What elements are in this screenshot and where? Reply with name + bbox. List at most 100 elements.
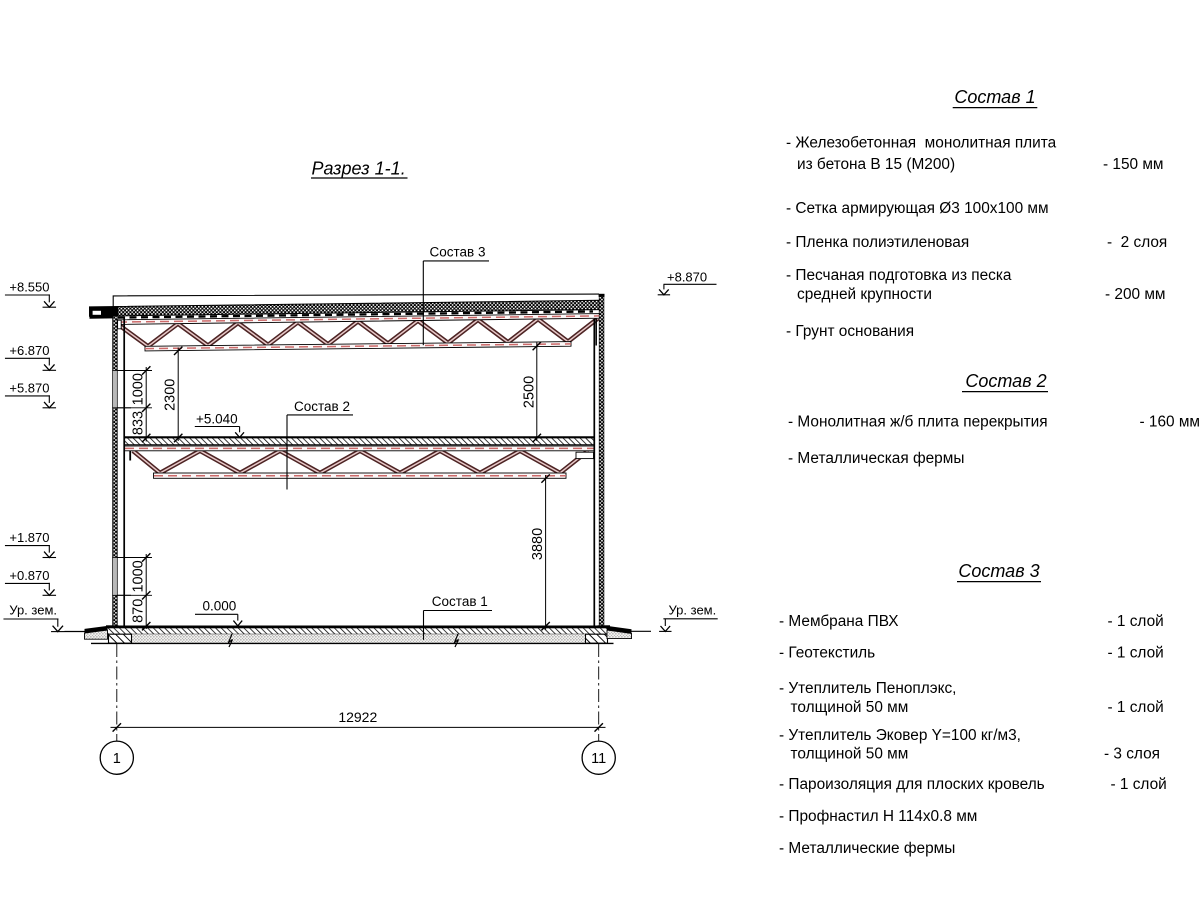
svg-text:+5.040: +5.040	[196, 411, 238, 426]
dim-span: 12922	[338, 709, 377, 725]
right-parapet-cap	[598, 293, 605, 297]
floor-truss	[124, 445, 595, 479]
spec-block-2: Состав 2 - Монолитная ж/б плита перекрыт…	[788, 371, 1200, 467]
floor-truss-diagonals	[131, 448, 590, 476]
roof-slab	[89, 293, 600, 319]
svg-text:- 1 слой: - 1 слой	[1111, 776, 1167, 793]
elevation-mark: +5.870	[4, 380, 57, 409]
elevation-mark: +8.550	[4, 280, 57, 309]
roof-decking-dashed	[117, 310, 594, 319]
svg-text:- Сетка армирующая Ø3 100х100: - Сетка армирующая Ø3 100х100 мм	[786, 200, 1049, 217]
svg-text:- Пароизоляция для плоских кро: - Пароизоляция для плоских кровель	[779, 776, 1045, 793]
svg-text:- 2 слоя: - 2 слоя	[1107, 234, 1167, 251]
dimension-left-column: 1000 833 1000 870	[117, 365, 152, 631]
svg-text:+8.550: +8.550	[9, 280, 49, 295]
roof-flashing-line	[112, 293, 600, 307]
svg-text:+6.870: +6.870	[9, 343, 49, 358]
svg-text:- 160 мм: - 160 мм	[1140, 414, 1200, 431]
svg-text:- Утеплитель Эковер Y=100 кг/м: - Утеплитель Эковер Y=100 кг/м3,	[779, 727, 1021, 744]
sand-bed	[131, 634, 586, 643]
svg-text:- Мембрана ПВХ: - Мембрана ПВХ	[779, 613, 899, 630]
svg-text:Ур. зем.: Ур. зем.	[669, 602, 717, 617]
middle-slab	[123, 436, 595, 446]
ground-level-mark-left: Ур. зем.	[3, 603, 65, 633]
grid-label-1: 1	[113, 751, 121, 767]
svg-text:- Песчаная подготовка из песка: - Песчаная подготовка из песка	[786, 267, 1012, 284]
elevation-marks-right: +8.870 Ур. зем.	[657, 269, 718, 633]
svg-text:- 1 слой: - 1 слой	[1108, 699, 1164, 716]
dim-window1: 1000	[131, 373, 147, 405]
composition-label-3: Состав 3	[422, 245, 489, 346]
level-label-floor: 0.000	[195, 599, 243, 627]
elevation-mark: +6.870	[4, 343, 57, 372]
svg-text:+8.870: +8.870	[667, 269, 707, 284]
composition-label-2: Состав 2	[286, 399, 353, 490]
svg-text:- Пленка полиэтиленовая: - Пленка полиэтиленовая	[786, 234, 969, 251]
svg-text:Ур. зем.: Ур. зем.	[9, 603, 57, 618]
svg-text:средней крупности: средней крупности	[797, 286, 932, 303]
break-mark-2	[453, 633, 460, 648]
svg-text:Состав 2: Состав 2	[294, 399, 350, 414]
svg-text:- Утеплитель Пеноплэкс,: - Утеплитель Пеноплэкс,	[779, 680, 956, 697]
svg-text:толщиной 50 мм: толщиной 50 мм	[791, 745, 909, 762]
spec-block-3: Состав 3 - Мембрана ПВХ - 1 слой - Геоте…	[779, 561, 1167, 857]
svg-text:+1.870: +1.870	[9, 530, 49, 545]
dimension-clear-right: 2500	[521, 341, 542, 443]
svg-text:+5.870: +5.870	[9, 380, 49, 395]
dim-floor-clear: 3880	[530, 528, 546, 560]
dim-plinth: 870	[131, 599, 147, 623]
break-mark-1	[227, 633, 234, 648]
svg-text:- 1 слой: - 1 слой	[1108, 645, 1164, 662]
blind-area-right-top	[607, 625, 632, 634]
svg-text:- Монолитная ж/б плита перекры: - Монолитная ж/б плита перекрытия	[788, 414, 1048, 431]
dim-clear-left: 2300	[163, 379, 179, 411]
elevation-mark: +0.870	[4, 568, 57, 597]
elevation-marks-left: +8.550 +6.870 +5.870 +1.870	[3, 280, 65, 633]
level-label-mid: +5.040	[194, 411, 245, 439]
dim-window2: 1000	[131, 560, 147, 592]
drawing-title: Разрез 1-1.	[311, 159, 408, 179]
svg-text:из бетона В 15 (М200): из бетона В 15 (М200)	[797, 156, 955, 173]
svg-text:- Профнастил Н 114х0.8 мм: - Профнастил Н 114х0.8 мм	[779, 808, 977, 825]
elevation-mark: +1.870	[4, 530, 57, 559]
grid-bubble-1	[99, 740, 135, 775]
svg-text:- 150 мм: - 150 мм	[1103, 156, 1164, 173]
dim-clear-right: 2500	[521, 376, 537, 408]
spec-title-2: Состав 2	[965, 371, 1046, 391]
elevation-mark: +8.870	[657, 269, 717, 296]
svg-text:- Металлические фермы: - Металлические фермы	[779, 840, 955, 857]
left-window-band-lower	[112, 557, 118, 596]
dimension-floor-clear: 3880	[530, 473, 551, 631]
svg-text:- Грунт основания: - Грунт основания	[786, 323, 914, 340]
left-window-band-upper	[112, 370, 118, 409]
svg-text:- 3 слоя: - 3 слоя	[1104, 745, 1160, 762]
floor-slab	[91, 625, 614, 648]
site-ground	[64, 625, 651, 640]
composition-label-1: Состав 1	[422, 594, 492, 640]
svg-text:- Геотекстиль: - Геотекстиль	[779, 645, 875, 662]
svg-text:- Металлическая фермы: - Металлическая фермы	[788, 450, 964, 467]
grid-label-11: 11	[591, 751, 606, 767]
section-title: Разрез 1-1.	[312, 159, 406, 179]
ground-level-mark-right: Ур. зем.	[659, 602, 718, 633]
svg-text:0.000: 0.000	[203, 599, 237, 614]
spec-title-1: Состав 1	[954, 87, 1035, 107]
span-dimension: 12922 1 11	[99, 644, 616, 775]
spec-block-1: Состав 1 - Железобетонная монолитная пли…	[786, 87, 1167, 340]
svg-text:- 1 слой: - 1 слой	[1108, 613, 1164, 630]
svg-text:Состав 1: Состав 1	[432, 594, 488, 609]
blind-area-left-top	[84, 625, 108, 634]
roof-eave-left	[89, 306, 118, 319]
blind-area-right	[606, 629, 632, 640]
dimension-clear-left: 2300	[163, 346, 183, 443]
svg-text:- Железобетонная монолитная п: - Железобетонная монолитная плита	[786, 135, 1057, 152]
spec-title-3: Состав 3	[958, 561, 1039, 581]
grid-bubble-11	[581, 740, 616, 775]
spec-panel: Состав 1 - Железобетонная монолитная пли…	[779, 87, 1200, 857]
blind-area-left	[84, 629, 108, 640]
building-section	[64, 293, 651, 648]
svg-text:+0.870: +0.870	[9, 568, 49, 583]
svg-text:толщиной 50 мм: толщиной 50 мм	[791, 699, 909, 716]
